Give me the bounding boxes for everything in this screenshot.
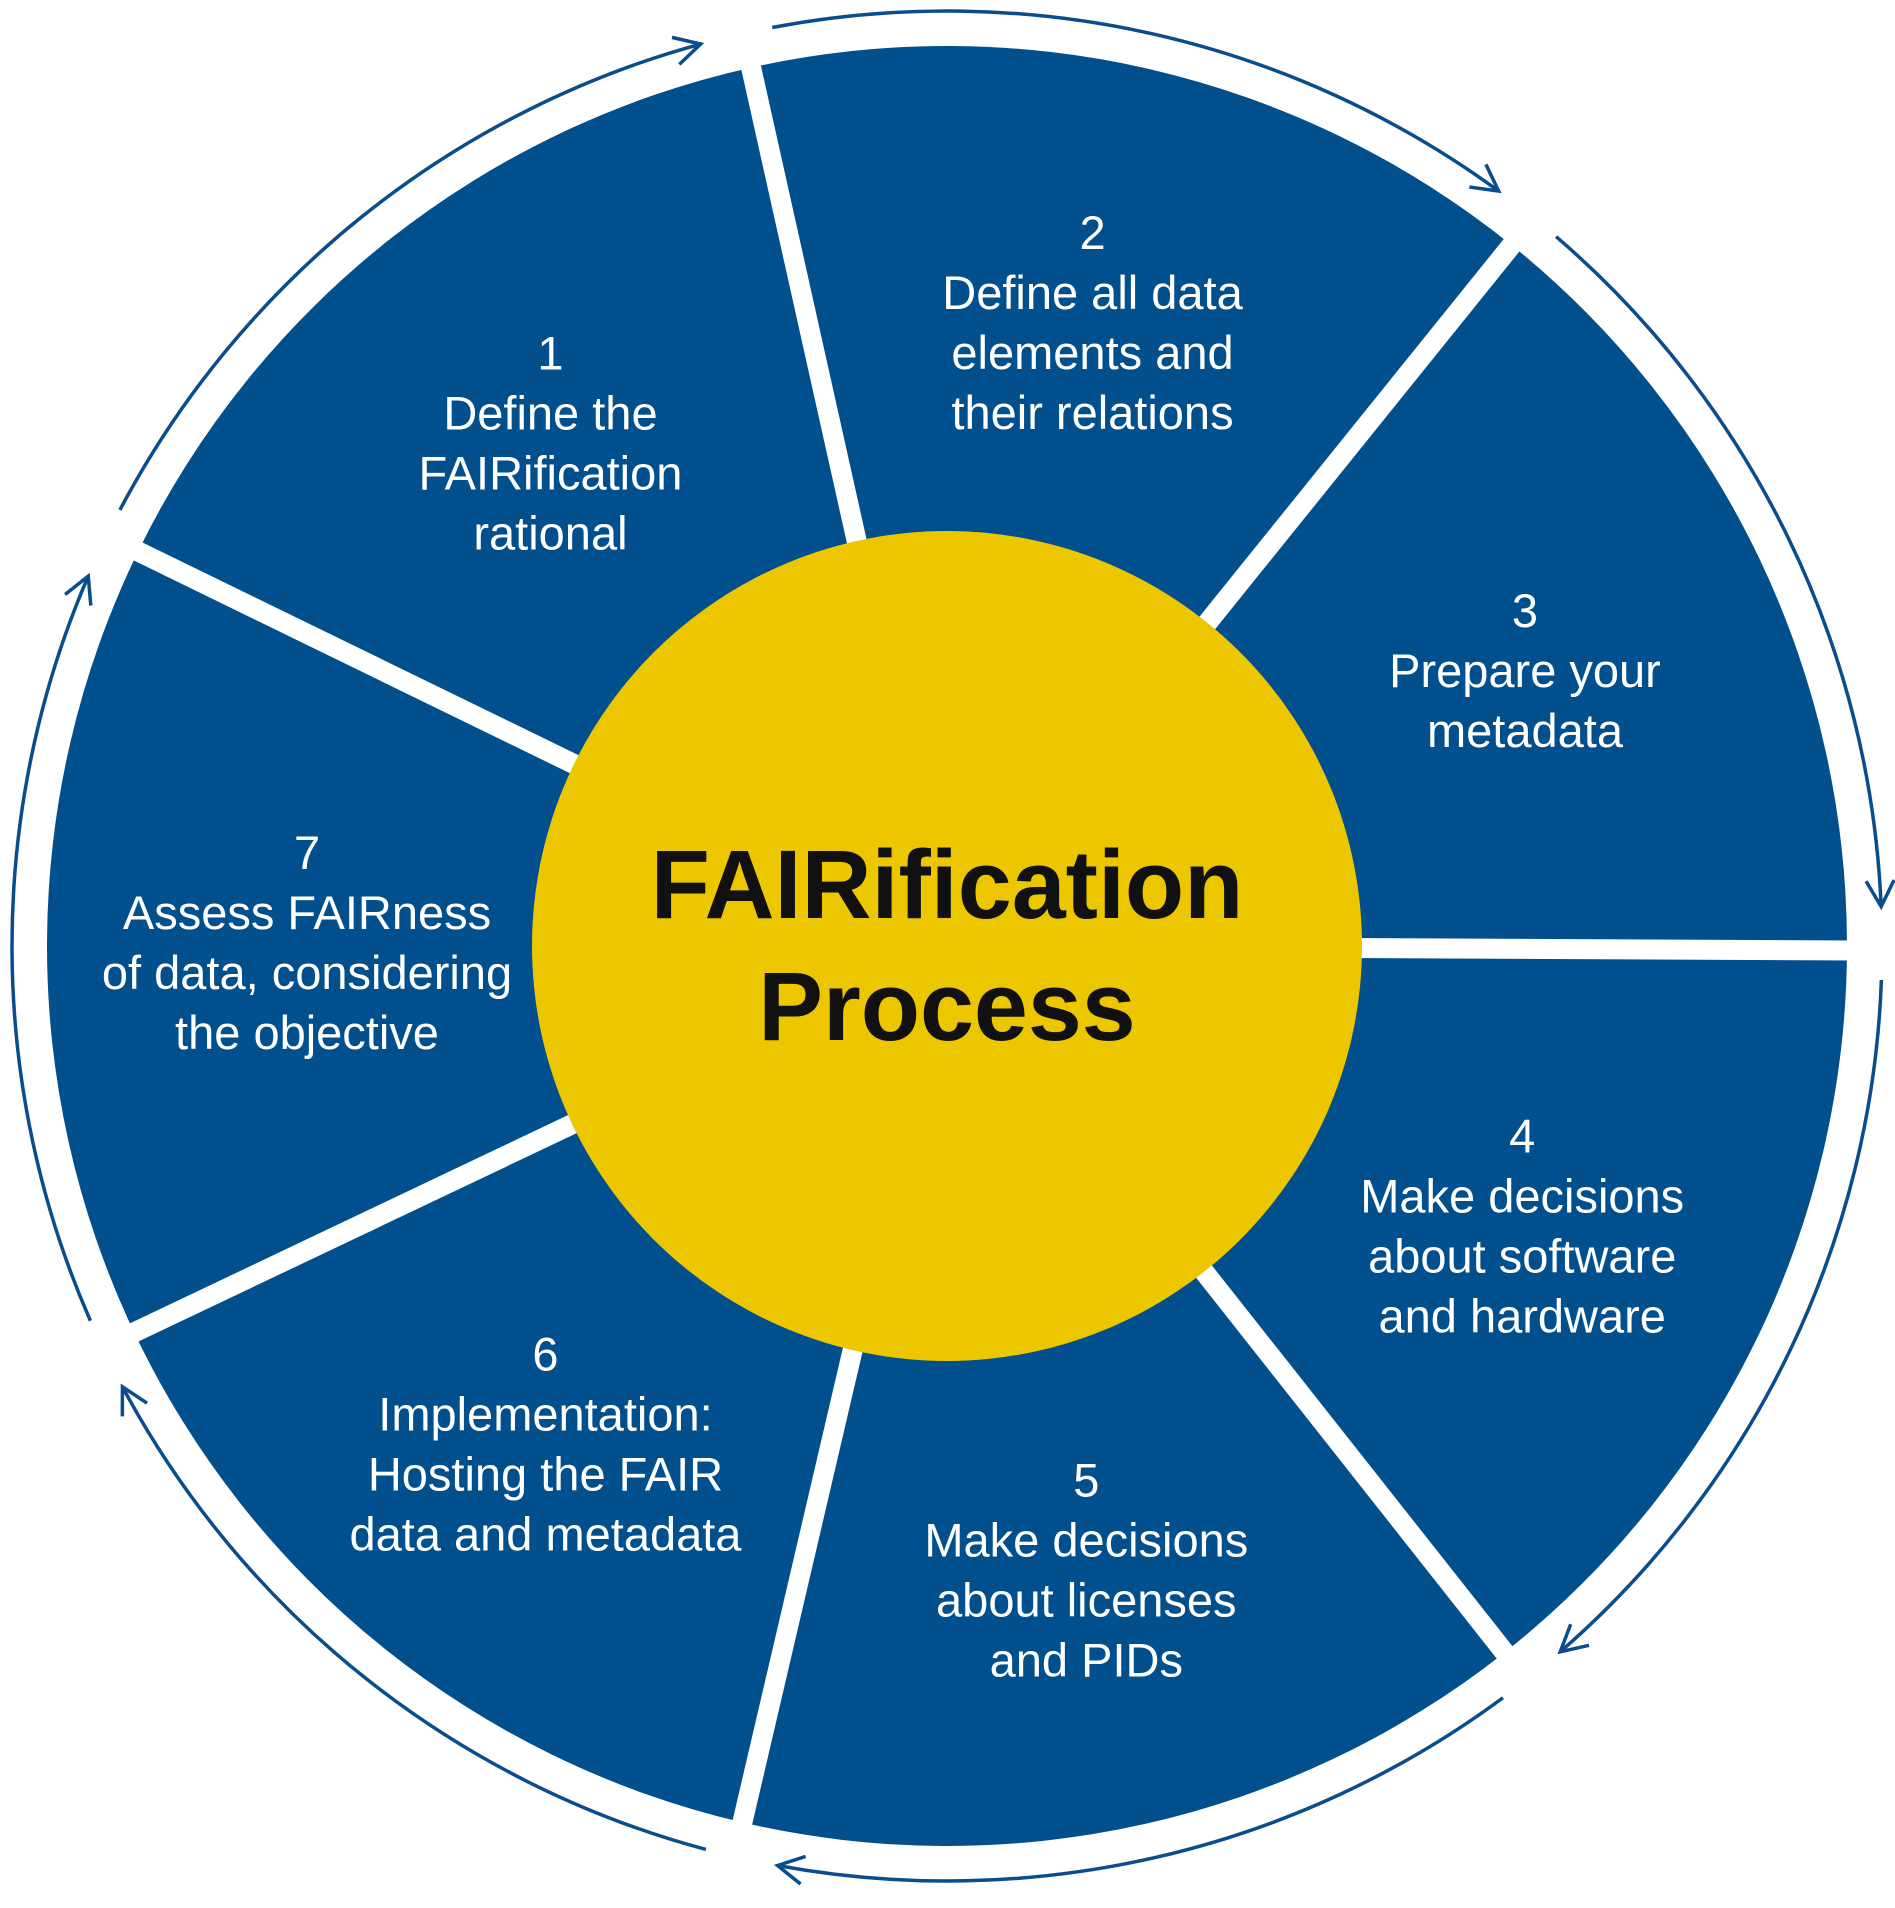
- segment-separator: [126, 538, 610, 789]
- step-text-line: Assess FAIRness: [123, 886, 491, 939]
- step-text-line: and hardware: [1379, 1290, 1666, 1343]
- segment-separator: [1177, 232, 1525, 657]
- cycle-arc: [1555, 235, 1883, 907]
- step-number: 1: [537, 327, 563, 380]
- step-text-line: about software: [1368, 1230, 1676, 1283]
- segment-separator: [730, 1313, 871, 1833]
- step-number: 5: [1073, 1454, 1099, 1507]
- segment-separator: [739, 57, 875, 578]
- step-text-line: data and metadata: [349, 1507, 742, 1560]
- step-text-line: Hosting the FAIR: [368, 1447, 723, 1500]
- cycle-arrow-icon: [1469, 163, 1502, 194]
- segment-separator: [122, 1100, 609, 1345]
- segment-separators: [122, 57, 1856, 1833]
- step-text-line: the objective: [175, 1006, 439, 1059]
- cycle-arrow-icon: [1864, 879, 1895, 911]
- step-segment-7: [46, 551, 947, 1333]
- step-text-line: of data, considering: [102, 946, 512, 999]
- step-number: 4: [1509, 1110, 1535, 1163]
- step-text-line: their relations: [951, 386, 1233, 439]
- step-number: 6: [532, 1327, 558, 1380]
- step-number: 2: [1079, 206, 1105, 259]
- step-text-line: and PIDs: [990, 1634, 1183, 1687]
- cycle-arc: [118, 42, 702, 511]
- cycle-arrow-icon: [671, 35, 705, 66]
- step-number: 7: [294, 826, 320, 879]
- step-text-line: FAIRification: [419, 447, 683, 500]
- cycle-arrow-icon: [64, 572, 93, 606]
- step-text-line: Define all data: [942, 266, 1243, 319]
- step-text-line: rational: [473, 507, 627, 560]
- center-title-line2: Process: [758, 952, 1136, 1061]
- cycle-arc: [1559, 979, 1884, 1654]
- step-text-line: Make decisions: [924, 1514, 1248, 1567]
- cycle-arc: [120, 1385, 707, 1852]
- step-number: 3: [1512, 584, 1538, 637]
- center-hub: [532, 531, 1362, 1361]
- step-text-line: elements and: [951, 326, 1233, 379]
- step-text-line: metadata: [1427, 704, 1624, 757]
- cycle-arrow-icon: [1557, 1623, 1590, 1655]
- step-text-line: Make decisions: [1360, 1170, 1684, 1223]
- cycle-arc: [777, 1696, 1505, 1883]
- step-text-line: Implementation:: [378, 1387, 712, 1440]
- step-text-line: Define the: [443, 387, 657, 440]
- cycle-arrow-icon: [773, 1854, 807, 1886]
- cycle-arc: [771, 9, 1500, 193]
- segment-separator: [1326, 937, 1856, 961]
- cycle-arc: [10, 575, 92, 1322]
- step-text-line: Prepare your: [1389, 644, 1661, 697]
- segment-separator: [1174, 1238, 1518, 1665]
- cycle-arrow-icon: [120, 1383, 149, 1417]
- center-title-line1: FAIRification: [651, 830, 1244, 939]
- outer-cycle-ring: [10, 9, 1895, 1886]
- step-text-line: about licenses: [936, 1574, 1236, 1627]
